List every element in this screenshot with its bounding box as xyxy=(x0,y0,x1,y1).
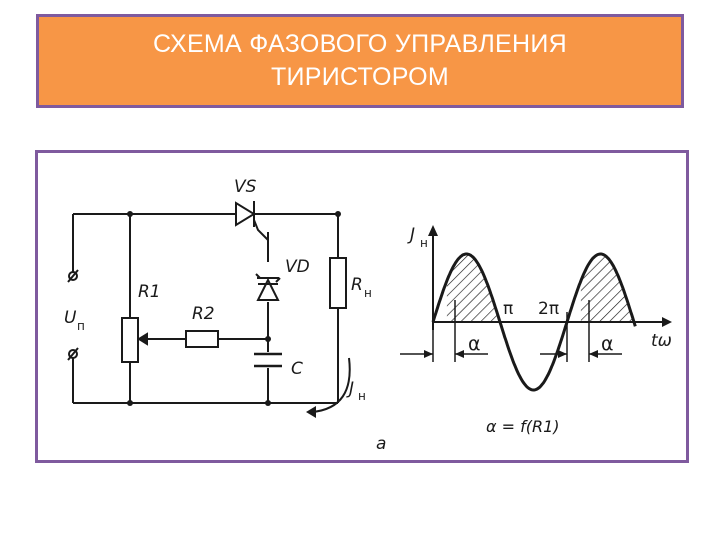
label-rn-main: R xyxy=(351,275,363,295)
label-formula: α = f(R1) xyxy=(486,417,560,436)
graph-y-label-sub: н xyxy=(420,236,428,250)
alpha-right-arrowhead-icon xyxy=(558,350,567,358)
resistor-rn-icon xyxy=(329,257,347,309)
label-jn-sub: н xyxy=(358,389,366,403)
label-r1: R1 xyxy=(138,282,161,302)
label-c: C xyxy=(291,359,303,379)
label-up-main: U xyxy=(64,308,77,328)
circuit-schematic xyxy=(72,213,339,404)
label-r2: R2 xyxy=(192,304,215,324)
label-t-axis: tω xyxy=(651,331,672,351)
title-line-2: ТИРИСТОРОМ xyxy=(270,63,450,91)
label-vs: VS xyxy=(234,177,257,197)
alpha-left-arrowhead-2-icon xyxy=(455,350,464,358)
label-jn-main: J xyxy=(346,379,354,399)
conduction-area-2 xyxy=(580,254,634,322)
label-up-sub: п xyxy=(77,319,85,333)
label-alpha-right: α xyxy=(601,333,614,355)
label-alpha-left: α xyxy=(468,333,481,355)
node-r2-c xyxy=(265,336,271,342)
node-c-bottom xyxy=(265,400,271,406)
title-banner: СХЕМА ФАЗОВОГО УПРАВЛЕНИЯ ТИРИСТОРОМ xyxy=(36,14,684,108)
terminals xyxy=(67,269,79,361)
waveform-graph: J н π 2π α α tω α = f(R1) xyxy=(400,225,672,436)
alpha-left-arrowhead-icon xyxy=(424,350,433,358)
label-two-pi: 2π xyxy=(538,299,559,319)
node-r1-bottom xyxy=(127,400,133,406)
sine-curve xyxy=(431,252,637,392)
circuit-nodes xyxy=(127,211,341,406)
label-caption: а xyxy=(376,434,386,454)
node-r1-top xyxy=(127,211,133,217)
conduction-area-1 xyxy=(446,254,500,322)
title-line-1: СХЕМА ФАЗОВОГО УПРАВЛЕНИЯ xyxy=(153,30,567,58)
thyristor-vs-icon xyxy=(235,201,256,227)
alpha-right-arrowhead-2-icon xyxy=(589,350,598,358)
label-vd: VD xyxy=(285,257,310,277)
label-pi: π xyxy=(503,299,513,319)
node-rn-top xyxy=(335,211,341,217)
thyristor-gate-lead xyxy=(253,219,269,241)
diode-vd-icon xyxy=(255,273,281,301)
graph-y-label-main: J xyxy=(407,225,415,245)
figure-frame xyxy=(35,150,689,463)
capacitor-c-icon xyxy=(254,352,282,368)
potentiometer-r1-icon xyxy=(121,317,148,363)
resistor-r2-icon xyxy=(185,330,219,348)
y-axis-arrow-icon xyxy=(428,225,438,236)
current-arrow-icon xyxy=(306,357,351,418)
label-rn-sub: н xyxy=(364,286,372,300)
t-axis-arrow-icon xyxy=(662,317,672,327)
